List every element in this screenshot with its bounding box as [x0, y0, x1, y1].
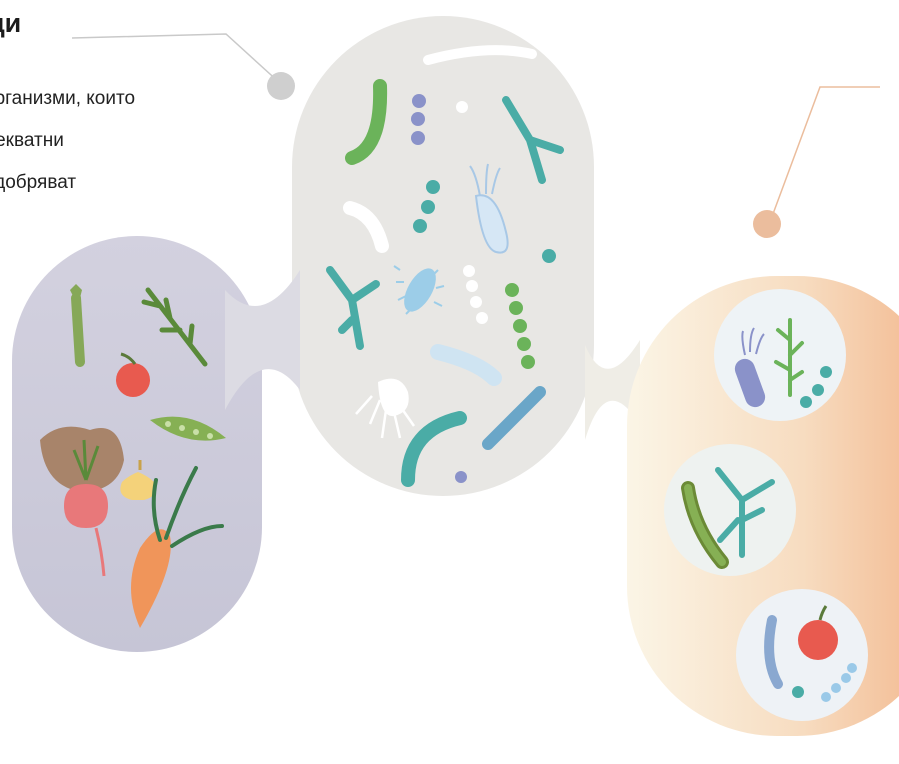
- connector-orange: [753, 87, 880, 238]
- connector-grey: [72, 34, 295, 100]
- circle-microbes-3: [736, 589, 868, 721]
- circle-microbes-2: [664, 444, 796, 576]
- circle-microbes-1: [714, 289, 846, 421]
